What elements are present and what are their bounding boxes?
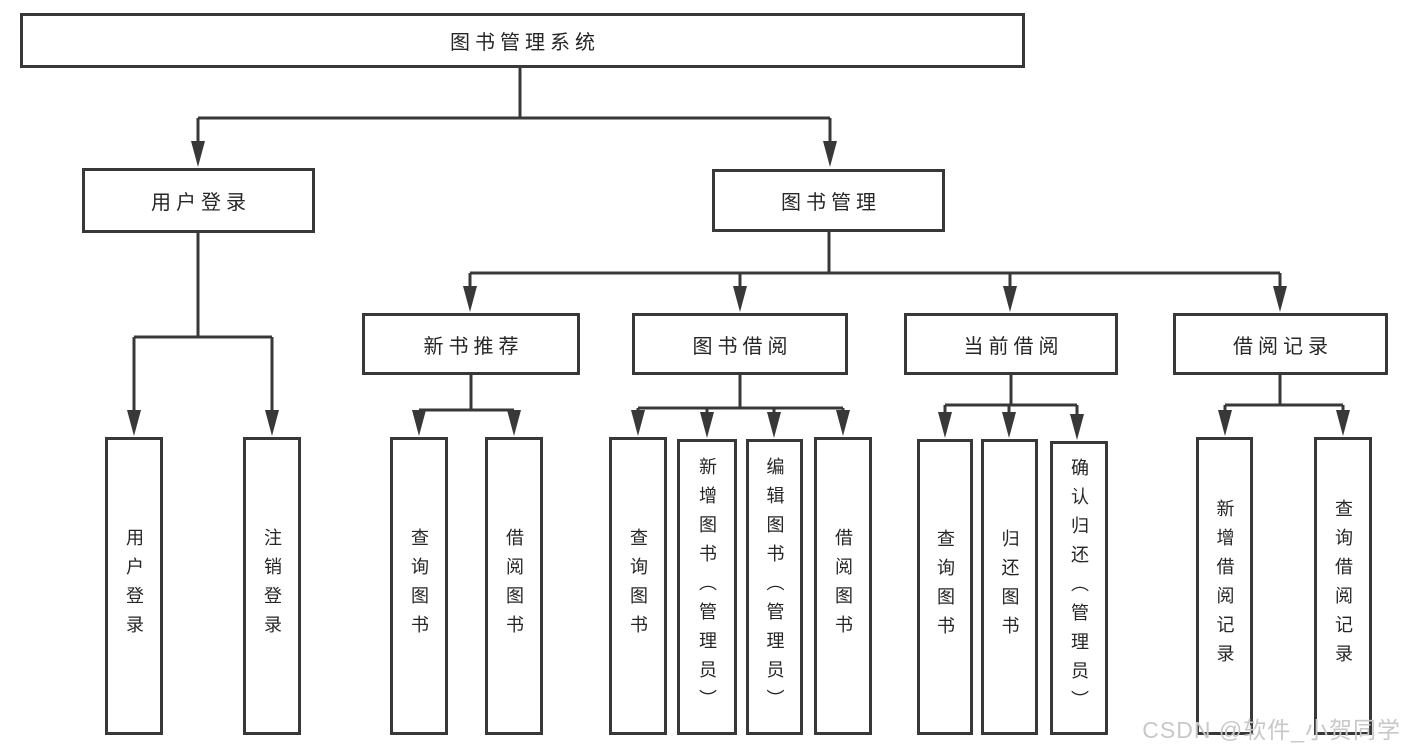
leaf-edit-books-admin: 编辑图书（管理员） xyxy=(746,439,803,735)
leaf-borrow-books-recommend: 借阅图书 xyxy=(485,437,543,735)
leaf-label: 确认归还（管理员） xyxy=(1069,457,1089,719)
arrowhead xyxy=(1002,412,1016,438)
node-label: 图书管理系统 xyxy=(450,32,600,54)
connector-group-root xyxy=(191,68,837,167)
leaf-label: 新增借阅记录 xyxy=(1214,499,1235,673)
arrowhead xyxy=(700,412,714,438)
node-label: 借阅记录 xyxy=(1233,335,1333,358)
leaf-query-books-current: 查询图书 xyxy=(917,439,973,735)
arrowhead xyxy=(823,141,837,167)
node-book-borrowing: 图书借阅 xyxy=(632,313,848,375)
node-current-borrowing: 当前借阅 xyxy=(904,313,1118,375)
leaf-label: 查询图书 xyxy=(935,529,955,645)
leaf-label: 查询图书 xyxy=(409,528,429,644)
connector-group-book-borrowing xyxy=(631,375,850,438)
arrowhead xyxy=(1218,410,1232,436)
arrowhead xyxy=(733,286,747,312)
arrowhead xyxy=(1336,410,1350,436)
arrowhead xyxy=(265,410,279,436)
csdn-watermark: CSDN @软件_小贺同学 xyxy=(1142,717,1401,743)
leaf-query-books-recommend: 查询图书 xyxy=(390,437,448,735)
leaf-label: 借阅图书 xyxy=(504,528,524,644)
arrowhead xyxy=(507,410,521,436)
node-book-management: 图书管理 xyxy=(712,169,945,232)
leaf-label: 用户登录 xyxy=(124,528,144,644)
arrowhead xyxy=(836,410,850,436)
arrowhead xyxy=(127,410,141,436)
connector-group-new-book-recommend xyxy=(412,375,521,436)
connector-group-borrow-records xyxy=(1218,375,1350,436)
leaf-label: 归还图书 xyxy=(999,529,1020,645)
arrowhead xyxy=(767,412,781,438)
arrowhead xyxy=(412,410,426,436)
node-label: 新书推荐 xyxy=(423,335,524,358)
arrowhead xyxy=(1003,286,1017,312)
leaf-label: 新增图书（管理员） xyxy=(697,456,717,718)
arrowhead xyxy=(631,410,645,436)
node-label: 图书管理 xyxy=(781,192,881,214)
leaf-logout: 注销登录 xyxy=(243,437,301,735)
leaf-label: 注销登录 xyxy=(262,528,282,644)
connector-group-book-management xyxy=(463,232,1287,312)
arrowhead xyxy=(1070,414,1084,440)
arrowhead xyxy=(938,412,952,438)
node-label: 用户登录 xyxy=(151,192,251,214)
node-new-book-recommend: 新书推荐 xyxy=(362,313,580,375)
leaf-return-books: 归还图书 xyxy=(981,439,1038,735)
leaf-borrow-books-borrow: 借阅图书 xyxy=(814,437,872,735)
node-user-login: 用户登录 xyxy=(82,168,315,233)
leaf-label: 借阅图书 xyxy=(833,528,853,644)
leaf-user-login: 用户登录 xyxy=(105,437,163,735)
arrowhead xyxy=(191,141,205,167)
leaf-add-borrow-record: 新增借阅记录 xyxy=(1196,437,1253,735)
arrowhead xyxy=(463,286,477,312)
connector-group-current-borrowing xyxy=(938,375,1084,440)
leaf-query-borrow-record: 查询借阅记录 xyxy=(1314,437,1372,735)
leaf-label: 查询借阅记录 xyxy=(1333,499,1353,673)
leaf-confirm-return-admin: 确认归还（管理员） xyxy=(1050,441,1108,735)
node-library-management-system: 图书管理系统 xyxy=(20,13,1025,68)
leaf-label: 编辑图书（管理员） xyxy=(764,456,785,718)
leaf-label: 查询图书 xyxy=(628,528,648,644)
connector-group-user-login xyxy=(127,233,279,436)
leaf-query-books-borrow: 查询图书 xyxy=(609,437,667,735)
node-borrow-records: 借阅记录 xyxy=(1173,313,1388,375)
node-label: 图书借阅 xyxy=(692,335,793,358)
arrowhead xyxy=(1273,286,1287,312)
node-label: 当前借阅 xyxy=(963,335,1064,358)
leaf-add-books-admin: 新增图书（管理员） xyxy=(677,439,737,735)
